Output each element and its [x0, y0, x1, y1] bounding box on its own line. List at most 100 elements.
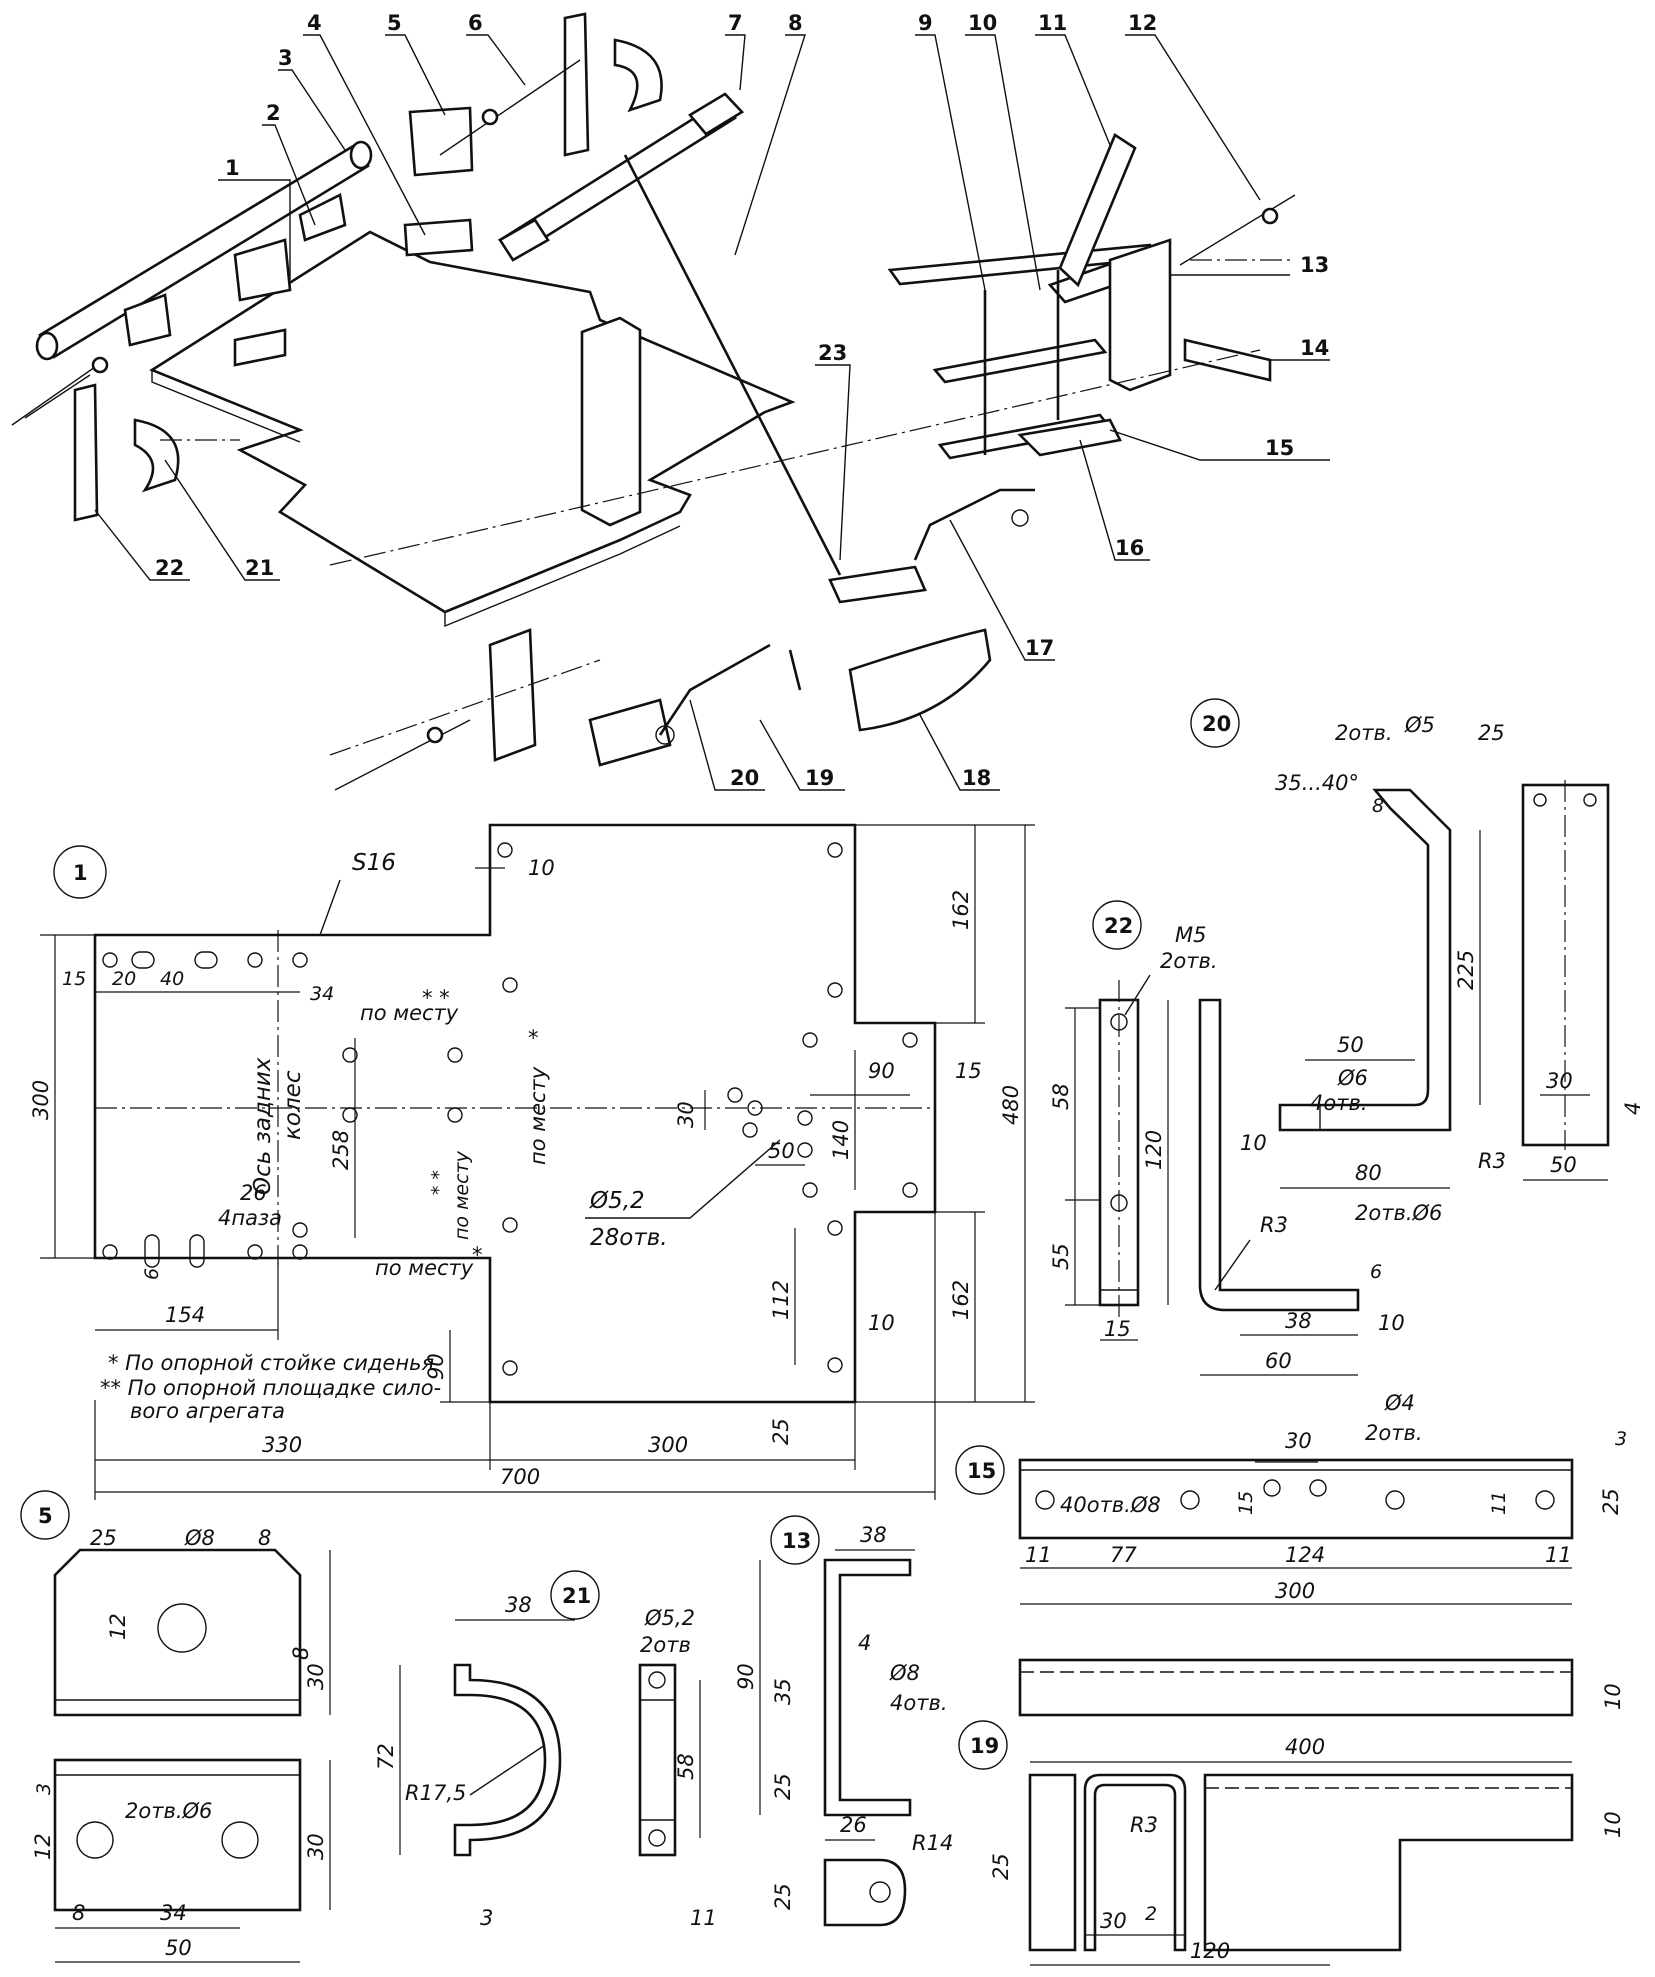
svg-text:90: 90: [424, 1353, 448, 1380]
svg-text:*: *: [528, 1026, 539, 1050]
detail-1-platform: 1 300 48: [29, 823, 1035, 1500]
svg-text:R3: R3: [1260, 1213, 1288, 1237]
svg-text:10: 10: [1601, 1683, 1625, 1710]
svg-text:2отв.: 2отв.: [1335, 721, 1393, 745]
svg-text:25: 25: [771, 1773, 795, 1800]
callout-9: 9: [918, 11, 933, 35]
svg-text:38: 38: [505, 1593, 532, 1617]
svg-text:R14: R14: [912, 1831, 953, 1855]
detail-15-bar: 15 30 Ø4 2отв. 3 40отв.Ø8 15 11 25 11 77…: [955, 1391, 1627, 1717]
svg-text:77: 77: [1110, 1543, 1137, 1567]
callout-22: 22: [155, 556, 184, 580]
callouts: 1 2 3 4 5 6 7 8 9 10 11 12 13 1: [94, 11, 1330, 791]
svg-text:3: 3: [1615, 1428, 1627, 1450]
callout-23: 23: [818, 341, 847, 365]
svg-text:8: 8: [289, 1647, 313, 1660]
svg-text:15: 15: [967, 1459, 996, 1483]
svg-text:25: 25: [1599, 1488, 1623, 1515]
svg-text:225: 225: [1454, 950, 1478, 990]
svg-text:15: 15: [955, 1059, 982, 1083]
svg-text:25: 25: [90, 1526, 117, 1550]
svg-text:25: 25: [989, 1853, 1013, 1880]
svg-text:26: 26: [240, 1181, 267, 1205]
callout-18: 18: [962, 766, 991, 790]
svg-text:8: 8: [72, 1901, 85, 1925]
svg-text:40отв.Ø8: 40отв.Ø8: [1060, 1493, 1161, 1517]
svg-text:10: 10: [1601, 1811, 1625, 1838]
callout-17: 17: [1025, 636, 1054, 660]
lever-plate: [828, 565, 927, 604]
detail-marker-22: [1092, 900, 1142, 950]
svg-text:12: 12: [31, 1833, 55, 1860]
callout-21: 21: [245, 556, 274, 580]
svg-text:Ø8: Ø8: [889, 1661, 920, 1685]
svg-text:M5: M5: [1175, 923, 1206, 947]
svg-text:20: 20: [1202, 712, 1231, 736]
svg-text:20: 20: [112, 968, 136, 990]
svg-text:11: 11: [1025, 1543, 1052, 1567]
svg-text:34: 34: [310, 983, 334, 1005]
svg-text:25: 25: [771, 1883, 795, 1910]
left-brackets: [73, 12, 992, 767]
svg-text:700: 700: [500, 1465, 540, 1489]
callout-4: 4: [307, 11, 322, 35]
right-frame: [887, 133, 1272, 561]
callout-12: 12: [1128, 11, 1157, 35]
svg-text:по месту: по месту: [375, 1256, 474, 1280]
svg-text:300: 300: [648, 1433, 688, 1457]
svg-text:Ø8: Ø8: [184, 1526, 215, 1550]
svg-text:30: 30: [304, 1833, 328, 1860]
svg-text:15: 15: [1104, 1317, 1131, 1341]
detail-19-channel: 19 400 10 25 R3 2 30 120: [958, 1720, 1625, 1966]
svg-text:4: 4: [858, 1631, 871, 1655]
callout-20: 20: [730, 766, 759, 790]
svg-text:162: 162: [949, 890, 973, 930]
svg-text:Ø4: Ø4: [1384, 1391, 1415, 1415]
svg-text:162: 162: [949, 1280, 973, 1320]
svg-text:35: 35: [771, 1678, 795, 1705]
svg-text:13: 13: [782, 1529, 811, 1553]
svg-text:50: 50: [768, 1139, 795, 1163]
svg-text:300: 300: [1275, 1579, 1315, 1603]
svg-text:90: 90: [868, 1059, 895, 1083]
svg-text:22: 22: [1104, 914, 1133, 938]
svg-text:2отв: 2отв: [640, 1633, 691, 1657]
svg-text:400: 400: [1285, 1735, 1325, 1759]
svg-text:50: 50: [1337, 1033, 1364, 1057]
svg-text:72: 72: [374, 1743, 398, 1770]
detail-marker-19: [958, 1720, 1008, 1770]
svg-text:30: 30: [674, 1101, 698, 1128]
svg-text:2отв.: 2отв.: [1365, 1421, 1423, 1445]
detail-20-seat-support: 20 Ø5 2отв. 35...40° 25 8 225 50 Ø6 4отв…: [1190, 698, 1645, 1189]
svg-text:11: 11: [1545, 1543, 1572, 1567]
svg-text:колес: колес: [280, 1070, 306, 1140]
detail-marker-15: [955, 1445, 1005, 1495]
detail-5-bracket: 5 25 Ø8 8 12 8 30 3 2отв.Ø6 30 12 8 34 5…: [20, 1490, 331, 1963]
svg-text:12: 12: [106, 1613, 130, 1640]
note-2: ** По опорной площадке сило-: [100, 1376, 441, 1400]
svg-text:* *: * *: [422, 986, 450, 1010]
svg-text:4отв.: 4отв.: [890, 1691, 948, 1715]
svg-text:2отв.: 2отв.: [1160, 949, 1218, 973]
svg-text:*: *: [472, 1243, 483, 1267]
callout-14: 14: [1300, 336, 1329, 360]
svg-text:30: 30: [1546, 1069, 1573, 1093]
detail-13-bracket: 13 38 90 35 4 Ø8 4отв. 25 26 R14 25: [734, 1515, 953, 1927]
svg-text:по месту: по месту: [360, 1001, 459, 1025]
note-1: * По опорной стойке сиденья: [108, 1351, 434, 1375]
svg-text:2отв.Ø6: 2отв.Ø6: [125, 1799, 212, 1823]
callout-13: 13: [1300, 253, 1329, 277]
svg-text:8: 8: [1372, 795, 1384, 817]
svg-text:124: 124: [1285, 1543, 1325, 1567]
t-handle: [497, 92, 842, 576]
callout-6: 6: [468, 11, 483, 35]
rear-axle-label: Ось задних: [250, 1057, 276, 1195]
svg-text:19: 19: [970, 1734, 999, 1758]
detail-22-bracket: 22 58 55 120 15 M5 2отв. R3 2отв.Ø6 6 38…: [1049, 900, 1442, 1376]
svg-text:58: 58: [674, 1753, 698, 1780]
svg-text:10: 10: [868, 1311, 895, 1335]
platform-outline: [93, 823, 937, 1404]
svg-text:28отв.: 28отв.: [590, 1225, 668, 1251]
svg-text:258: 258: [329, 1130, 353, 1170]
